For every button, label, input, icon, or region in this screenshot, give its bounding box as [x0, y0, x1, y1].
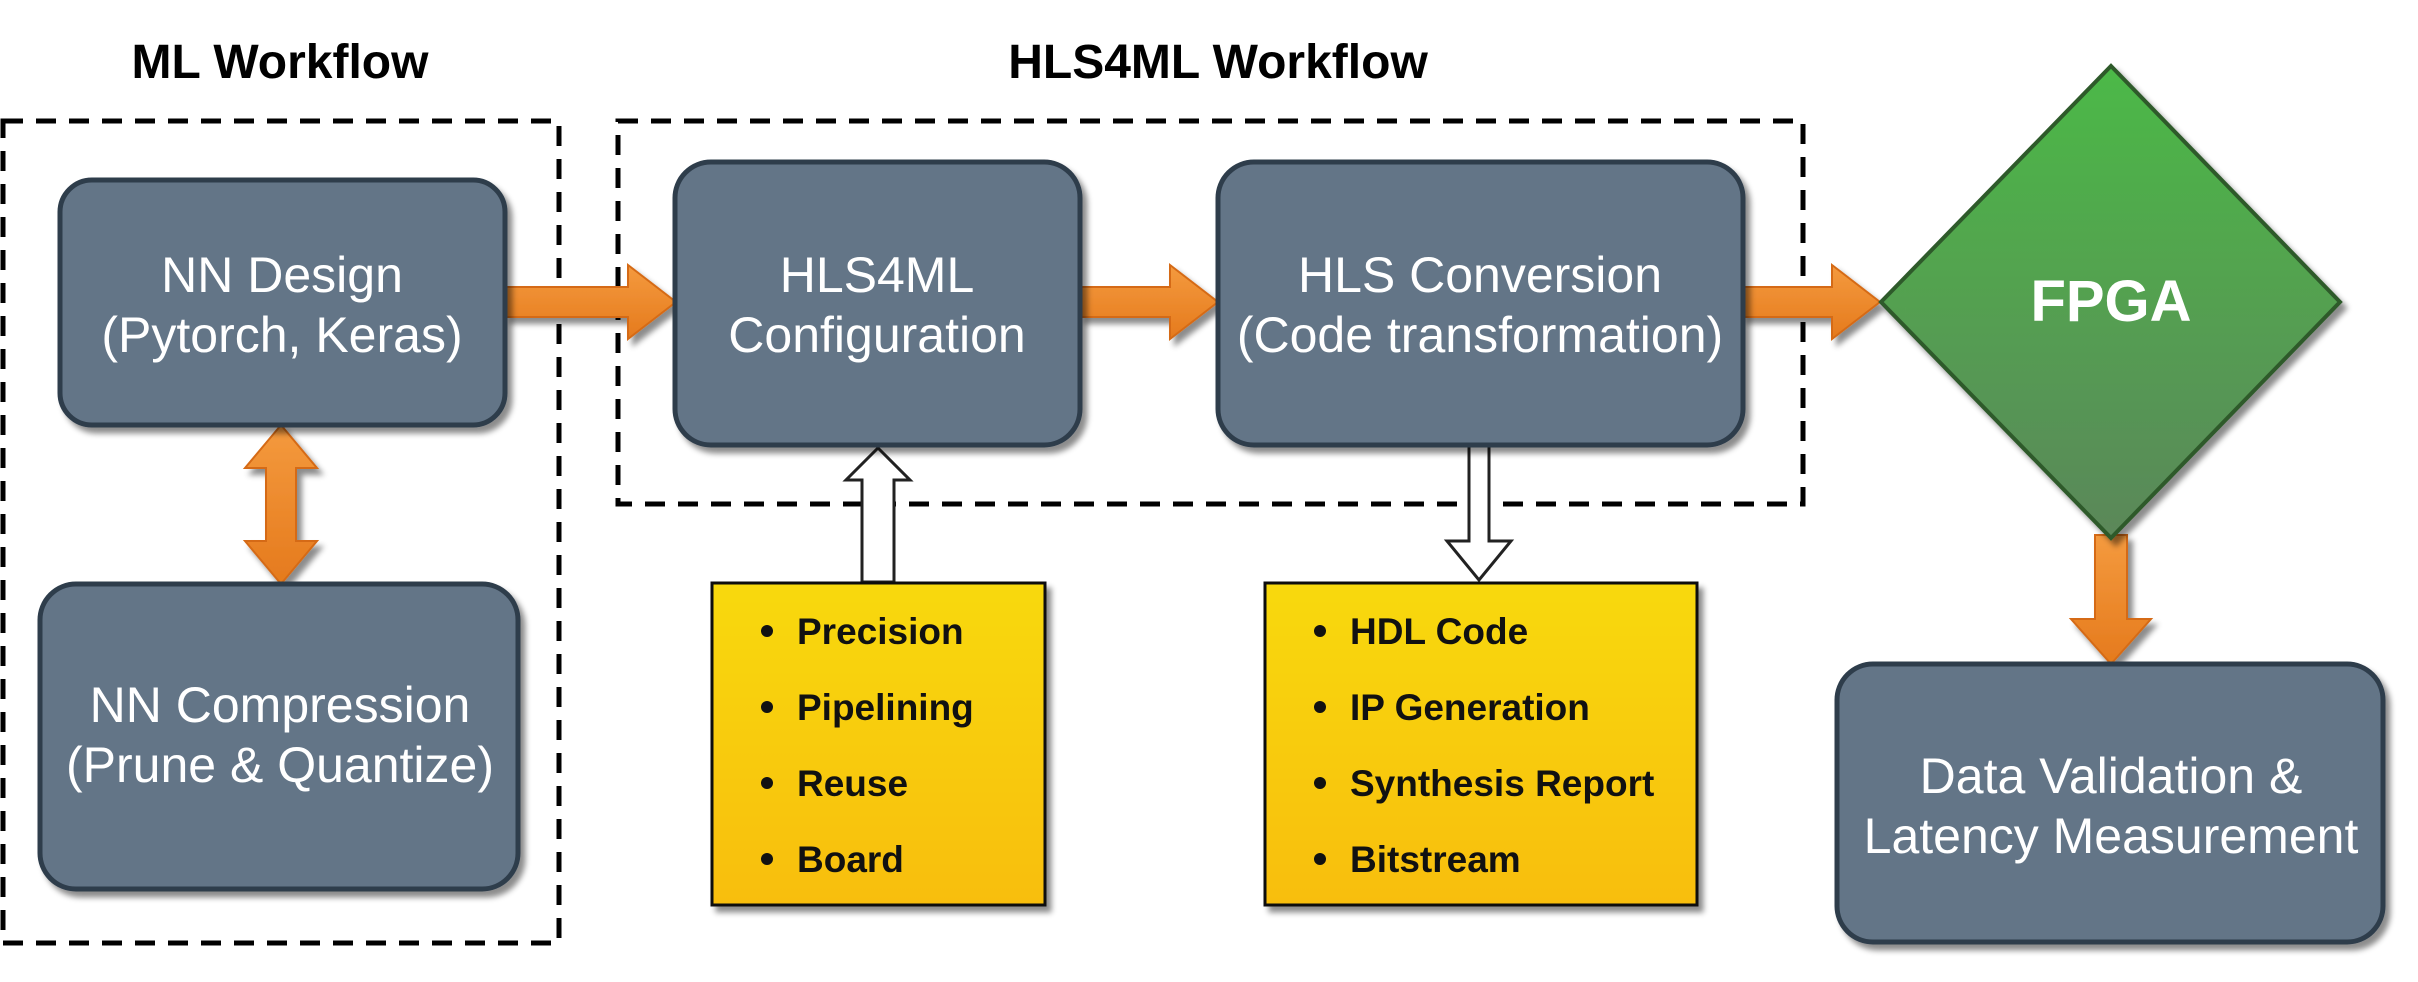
validation-node: Data Validation & Latency Measurement	[1834, 661, 2386, 945]
hls4ml-config-title: HLS4ML	[780, 247, 975, 303]
config-notes: Precision Pipelining Reuse Board	[710, 581, 1047, 907]
config-note-item: Reuse	[797, 763, 908, 804]
hls-conversion-subtitle: (Code transformation)	[1237, 307, 1723, 363]
hls4ml-config-subtitle: Configuration	[728, 307, 1025, 363]
fpga-node: FPGA	[1878, 63, 2343, 541]
nn-compression-title: NN Compression	[90, 677, 471, 733]
ml-workflow-title: ML Workflow	[132, 36, 430, 89]
validation-subtitle: Latency Measurement	[1864, 808, 2359, 864]
config-note-item: Precision	[797, 611, 964, 652]
hls4ml-config-node: HLS4ML Configuration	[672, 159, 1083, 448]
nn-design-node: NN Design (Pytorch, Keras)	[57, 177, 508, 428]
config-note-bullet	[761, 777, 773, 789]
arrow-conversion-to-fpga	[1741, 262, 1882, 342]
output-note-item: Bitstream	[1350, 839, 1521, 880]
config-note-item: Pipelining	[797, 687, 974, 728]
hls-conversion-title: HLS Conversion	[1298, 247, 1662, 303]
arrow-config-to-conversion	[1079, 262, 1220, 342]
hls-conversion-node: HLS Conversion (Code transformation)	[1215, 159, 1746, 448]
output-note-bullet	[1314, 777, 1326, 789]
output-note-item: IP Generation	[1350, 687, 1590, 728]
nn-compression-node: NN Compression (Prune & Quantize)	[37, 581, 521, 892]
output-notes: HDL Code IP Generation Synthesis Report …	[1263, 581, 1699, 907]
nn-design-subtitle: (Pytorch, Keras)	[101, 307, 462, 363]
arrow-design-to-config	[504, 262, 678, 342]
arrow-config-notes-to-config	[842, 445, 914, 584]
config-note-bullet	[761, 701, 773, 713]
config-note-bullet	[761, 625, 773, 637]
validation-title: Data Validation &	[1920, 748, 2303, 804]
output-note-bullet	[1314, 625, 1326, 637]
nn-design-title: NN Design	[161, 247, 403, 303]
output-note-bullet	[1314, 853, 1326, 865]
config-note-bullet	[761, 853, 773, 865]
config-note-item: Board	[797, 839, 904, 880]
arrow-fpga-to-validation	[2068, 534, 2154, 666]
hls4ml-workflow-title: HLS4ML Workflow	[1008, 36, 1428, 89]
fpga-label: FPGA	[2030, 269, 2191, 334]
arrow-conversion-to-output-notes	[1443, 444, 1515, 583]
output-note-item: HDL Code	[1350, 611, 1528, 652]
output-note-bullet	[1314, 701, 1326, 713]
ml-workflow-group	[0, 118, 562, 946]
arrow-design-compression-bidirectional	[242, 423, 320, 586]
nn-compression-subtitle: (Prune & Quantize)	[66, 737, 494, 793]
output-note-item: Synthesis Report	[1350, 763, 1654, 804]
